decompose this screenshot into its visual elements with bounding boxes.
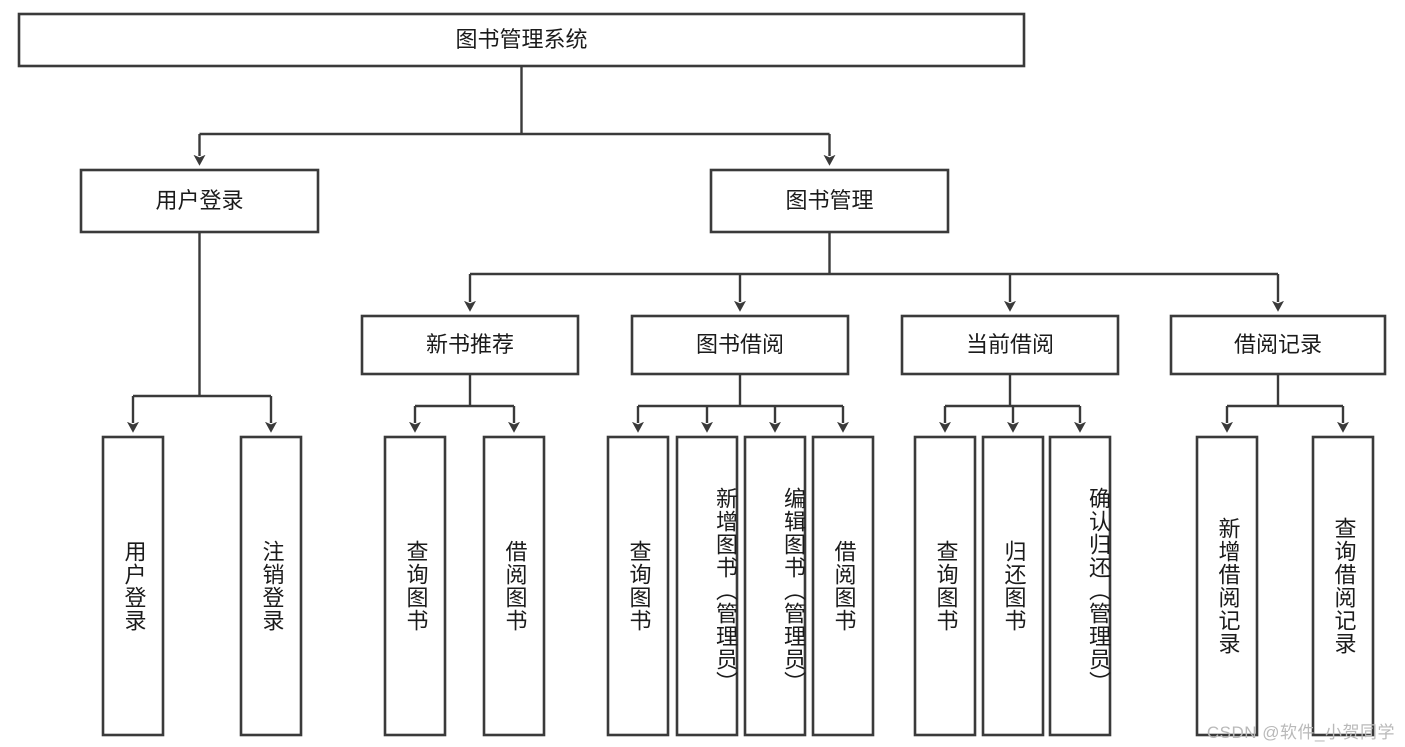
node-leaf-return-book[interactable] <box>981 435 1045 737</box>
node-leaf-query-book-1[interactable] <box>383 435 447 737</box>
node-leaf-user-login[interactable] <box>101 435 165 737</box>
node-new-book-rec[interactable]: 新书推荐 <box>360 314 580 376</box>
node-leaf-add-book[interactable] <box>675 435 739 737</box>
connector-currentborrow-to-leaves <box>939 374 1086 433</box>
node-user-login-label: 用户登录 <box>155 188 243 213</box>
node-root-label: 图书管理系统 <box>455 27 587 52</box>
connector-bookborrow-to-leaves <box>632 374 849 433</box>
node-new-book-rec-label: 新书推荐 <box>426 332 514 357</box>
node-leaf-edit-book[interactable] <box>743 435 807 737</box>
node-leaf-query-record[interactable] <box>1311 435 1375 737</box>
node-book-borrow[interactable]: 图书借阅 <box>630 314 850 376</box>
connector-borrowrecord-to-leaves <box>1221 374 1349 433</box>
node-leaf-query-book-3[interactable] <box>913 435 977 737</box>
connector-bookmanage-to-level3 <box>464 232 1284 312</box>
node-user-login[interactable]: 用户登录 <box>79 168 320 234</box>
node-book-borrow-label: 图书借阅 <box>696 332 784 357</box>
node-leaf-query-book-2[interactable] <box>606 435 670 737</box>
node-root-system[interactable]: 图书管理系统 <box>17 12 1026 68</box>
connector-root-to-level2 <box>193 66 836 166</box>
node-leaf-borrow-book-2[interactable] <box>811 435 875 737</box>
node-borrow-record-label: 借阅记录 <box>1234 332 1322 357</box>
node-book-manage-label: 图书管理 <box>785 188 873 213</box>
connector-newbook-to-leaves <box>409 374 520 433</box>
node-current-borrow-label: 当前借阅 <box>966 332 1054 357</box>
node-leaf-user-logout[interactable] <box>239 435 303 737</box>
node-book-manage[interactable]: 图书管理 <box>709 168 950 234</box>
node-current-borrow[interactable]: 当前借阅 <box>900 314 1120 376</box>
csdn-watermark: CSDN @软件_小贺同学 <box>1206 723 1395 742</box>
node-leaf-confirm-return[interactable] <box>1048 435 1112 737</box>
node-borrow-record[interactable]: 借阅记录 <box>1169 314 1387 376</box>
node-leaf-add-record[interactable] <box>1195 435 1259 737</box>
connector-userlogin-to-leaves <box>127 232 277 433</box>
node-leaf-borrow-book-1[interactable] <box>482 435 546 737</box>
